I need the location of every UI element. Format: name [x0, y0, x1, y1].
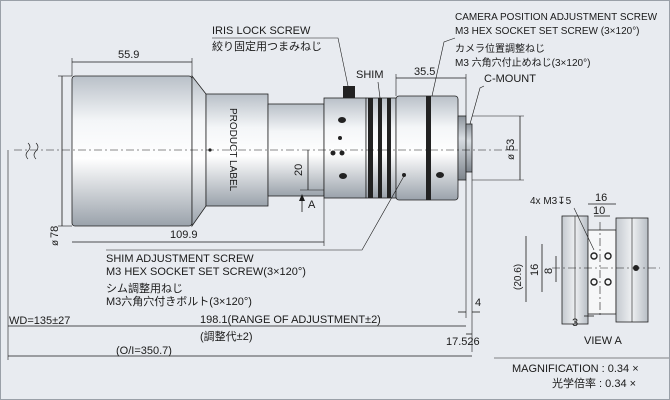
dim-20: 20: [293, 164, 305, 176]
leader-line: [431, 37, 456, 97]
va-holes: 4x M3↧5: [530, 196, 572, 207]
shim-adj-jp1: シム調整用ねじ: [106, 281, 183, 295]
iris-lock-en: IRIS LOCK SCREW: [212, 25, 311, 37]
va-3: 3: [572, 317, 578, 329]
barrel-taper: [191, 74, 207, 228]
shim-ring-2: [378, 98, 382, 198]
va-8: 8: [543, 268, 555, 274]
camera-ring: [426, 96, 431, 200]
phi-symbol-icon: ø: [506, 154, 517, 160]
leader-line: [106, 175, 405, 251]
leader-line: [469, 85, 485, 125]
arrow-up-icon: [299, 194, 305, 201]
magnification-jp: 光学倍率 : 0.34 ×: [552, 376, 636, 390]
va-hole-icon: [604, 252, 612, 260]
dim-53: 53: [505, 139, 517, 151]
dim-55-9: 55.9: [118, 49, 139, 61]
c-mount-label: C-MOUNT: [484, 73, 536, 85]
shim-adj-en1: SHIM ADJUSTMENT SCREW: [106, 253, 254, 265]
product-label-text: PRODUCT LABEL: [227, 108, 238, 192]
dim-range-jp: (調整代±2): [200, 329, 252, 343]
c-mount-thread: [465, 123, 473, 173]
va-20-6: (20.6): [513, 264, 524, 290]
magnification-en: MAGNIFICATION : 0.34 ×: [512, 363, 639, 375]
screw-hole-icon: [338, 136, 342, 140]
view-a-detail: [552, 215, 660, 325]
shim-adj-en2: M3 HEX SOCKET SET SCREW(3×120°): [106, 266, 306, 278]
dim-78: 78: [49, 226, 61, 238]
screw-hole-icon: [330, 150, 336, 156]
iris-lock-screw: [343, 86, 355, 98]
dim-oi: (O/I=350.7): [116, 345, 172, 357]
va-center-plate: [587, 229, 617, 315]
camera-pos-en1: CAMERA POSITION ADJUSTMENT SCREW: [455, 12, 658, 23]
camera-pos-jp2: M3 六角穴付止めねじ(3×120°): [455, 56, 590, 69]
screw-hole-icon: [402, 173, 406, 177]
dim-17-526: 17.526: [446, 336, 480, 348]
break-mark: [25, 142, 39, 160]
dim-4: 4: [475, 297, 481, 309]
va-hole-icon: [604, 278, 612, 286]
shim-label: SHIM: [356, 69, 384, 81]
shim-ring-3: [387, 98, 391, 198]
va-16v: 16: [529, 264, 541, 276]
leader-line: [212, 37, 349, 87]
shim-adj-jp2: M3六角穴付きボルト(3×120°): [106, 294, 252, 308]
va-hole-icon: [590, 252, 598, 260]
va-16: 16: [595, 192, 607, 204]
leader-line: [573, 207, 595, 251]
screw-hole-icon: [339, 173, 347, 179]
arrow-a-label: A: [308, 199, 316, 211]
adjust-body: [323, 97, 367, 199]
va-10: 10: [593, 205, 605, 217]
va-hole-icon: [590, 278, 598, 286]
dim-109-9: 109.9: [170, 229, 198, 241]
view-a-label: VIEW A: [584, 335, 623, 347]
iris-lock-jp: 絞り固定用つまみねじ: [212, 39, 322, 53]
front-barrel: [71, 75, 193, 227]
va-screw-icon: [633, 265, 639, 271]
dim-35-5: 35.5: [414, 66, 435, 78]
mount-step: [457, 115, 467, 181]
dim-range-en: 198.1(RANGE OF ADJUSTMENT±2): [200, 314, 381, 326]
screw-hole-icon: [338, 117, 346, 123]
camera-pos-jp1: カメラ位置調整ねじ: [455, 42, 545, 55]
screw-hole-icon: [436, 172, 444, 178]
screw-hole-icon: [339, 150, 345, 156]
dim-wd: WD=135±27: [9, 315, 70, 327]
camera-pos-en2: M3 HEX SOCKET SET SCREW (3×120°): [455, 26, 640, 37]
leader-line: [377, 81, 381, 99]
shim-ring-1: [368, 98, 373, 198]
phi-symbol-icon: ø: [50, 240, 61, 246]
